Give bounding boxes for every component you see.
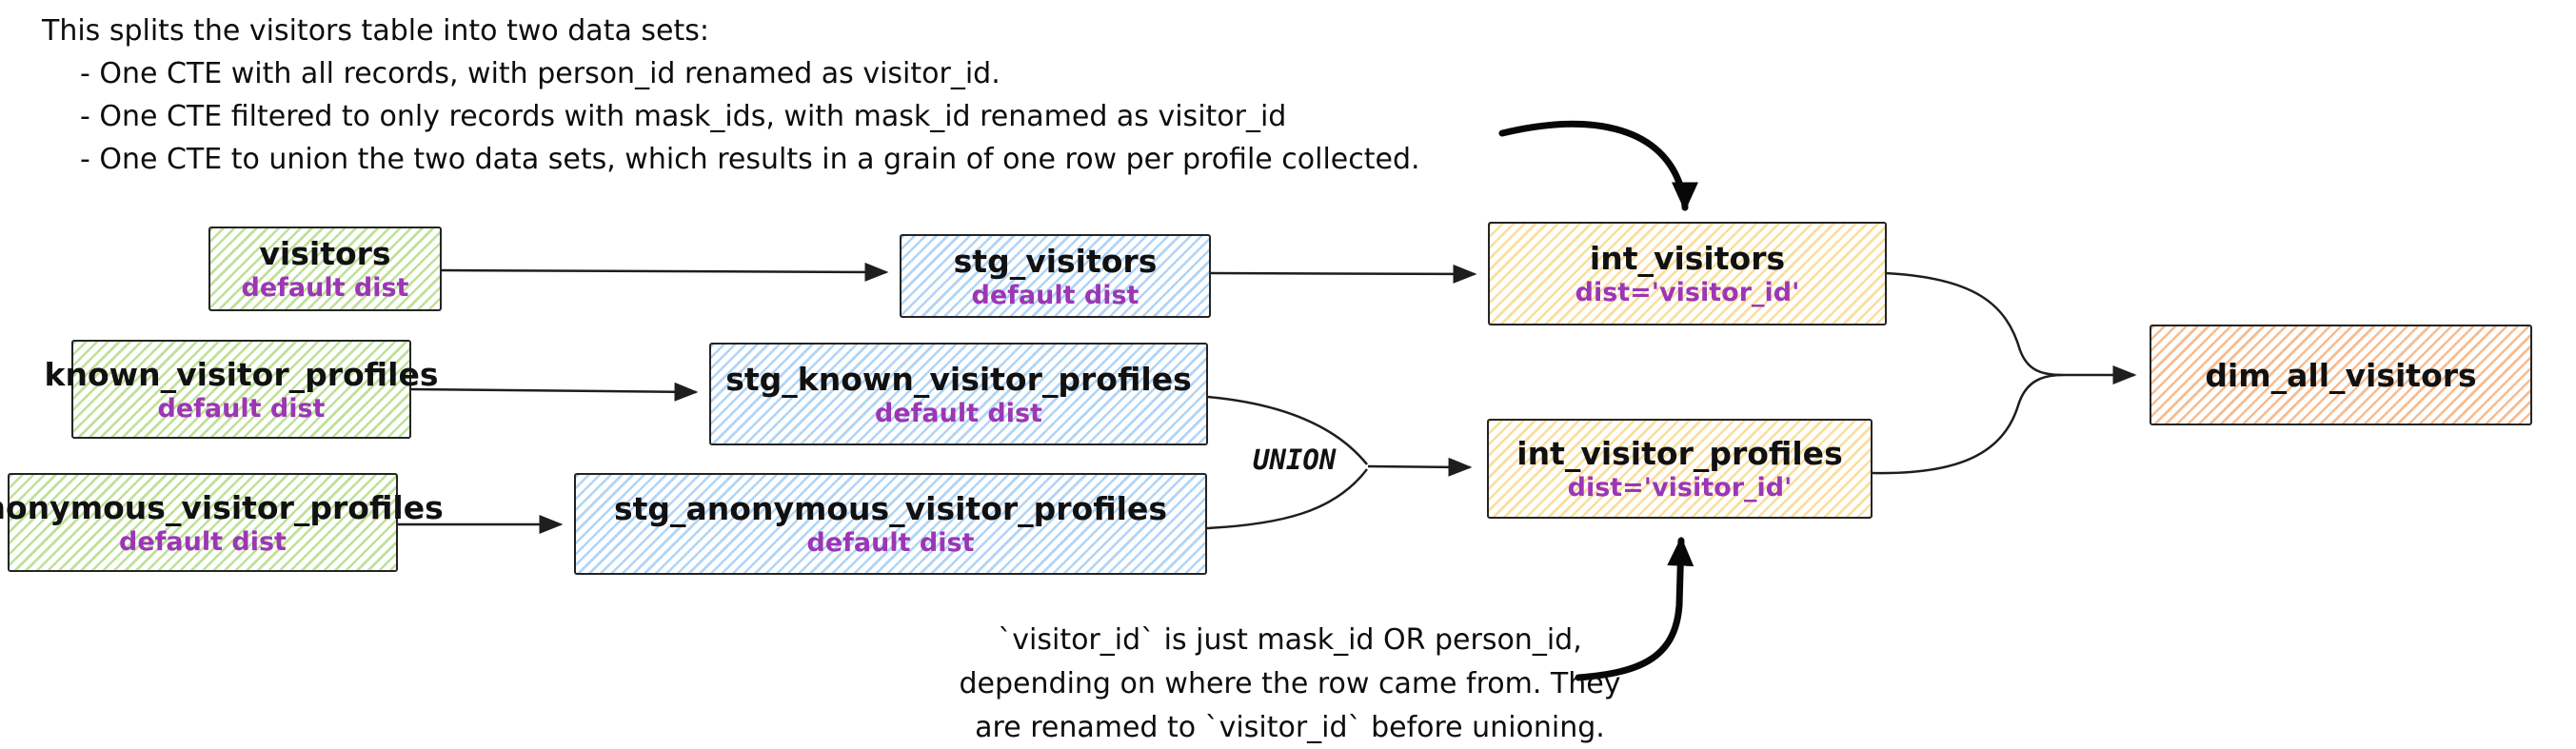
node-dist-label: default dist <box>875 398 1042 428</box>
bottom-annotation: `visitor_id` is just mask_id OR person_i… <box>909 619 1671 749</box>
bottom-annotation-line-1: `visitor_id` is just mask_id OR person_i… <box>998 623 1582 657</box>
top-annotation-intro: This splits the visitors table into two … <box>42 14 709 48</box>
top-annotation-bullet-1: - One CTE with all records, with person_… <box>80 57 1001 90</box>
bottom-annotation-line-2: depending on where the row came from. Th… <box>959 667 1621 700</box>
node-known-visitor-profiles[interactable]: known_visitor_profiles default dist <box>45 340 438 439</box>
union-curve-anon <box>1206 468 1368 530</box>
node-dist-label: dist='visitor_id' <box>1567 473 1793 503</box>
node-title: dim_all_visitors <box>2205 356 2477 394</box>
arrow-union-to-int-visitor-profiles <box>1367 457 1473 477</box>
node-dist-label: default dist <box>241 273 409 303</box>
node-title: stg_visitors <box>953 242 1158 280</box>
node-dist-label: dist='visitor_id' <box>1575 278 1800 307</box>
node-int-visitors[interactable]: int_visitors dist='visitor_id' <box>1488 222 1887 325</box>
node-dist-label: default dist <box>157 393 326 424</box>
node-title: stg_known_visitor_profiles <box>725 360 1192 398</box>
node-title: visitors <box>259 235 391 272</box>
curve-int-visitors-to-merge <box>1885 271 2063 377</box>
node-dist-label: default dist <box>806 528 975 558</box>
node-stg-known-visitor-profiles[interactable]: stg_known_visitor_profiles default dist <box>709 343 1208 445</box>
node-stg-visitors[interactable]: stg_visitors default dist <box>900 234 1211 318</box>
top-annotation: This splits the visitors table into two … <box>42 10 1420 181</box>
annotation-arrow-top-note-to-int-visitors <box>1498 120 1698 212</box>
node-visitors[interactable]: visitors default dist <box>208 227 442 311</box>
node-anonymous-visitor-profiles[interactable]: anonymous_visitor_profiles default dist <box>0 473 444 572</box>
node-title: stg_anonymous_visitor_profiles <box>613 490 1168 527</box>
node-int-visitor-profiles[interactable]: int_visitor_profiles dist='visitor_id' <box>1487 419 1873 519</box>
node-title: int_visitors <box>1589 240 1786 277</box>
node-dist-label: default dist <box>971 280 1139 310</box>
node-dim-all-visitors[interactable]: dim_all_visitors <box>2150 325 2532 425</box>
arrow-visitors-to-stg-visitors <box>440 262 889 282</box>
node-title: known_visitor_profiles <box>44 355 439 393</box>
union-edge-label: UNION <box>1253 443 1337 476</box>
node-dist-label: default dist <box>119 526 287 557</box>
arrow-known-to-stg-known <box>409 382 699 402</box>
node-stg-anonymous-visitor-profiles[interactable]: stg_anonymous_visitor_profiles default d… <box>574 473 1207 575</box>
bottom-annotation-line-3: are renamed to `visitor_id` before union… <box>975 711 1605 744</box>
curve-int-visitor-profiles-to-merge <box>1872 373 2063 475</box>
arrow-stg-visitors-to-int-visitors <box>1210 264 1477 284</box>
node-title: int_visitor_profiles <box>1516 435 1843 472</box>
node-title: anonymous_visitor_profiles <box>0 488 444 526</box>
top-annotation-bullet-3: - One CTE to union the two data sets, wh… <box>80 143 1420 176</box>
top-annotation-bullet-2: - One CTE filtered to only records with … <box>80 100 1287 133</box>
